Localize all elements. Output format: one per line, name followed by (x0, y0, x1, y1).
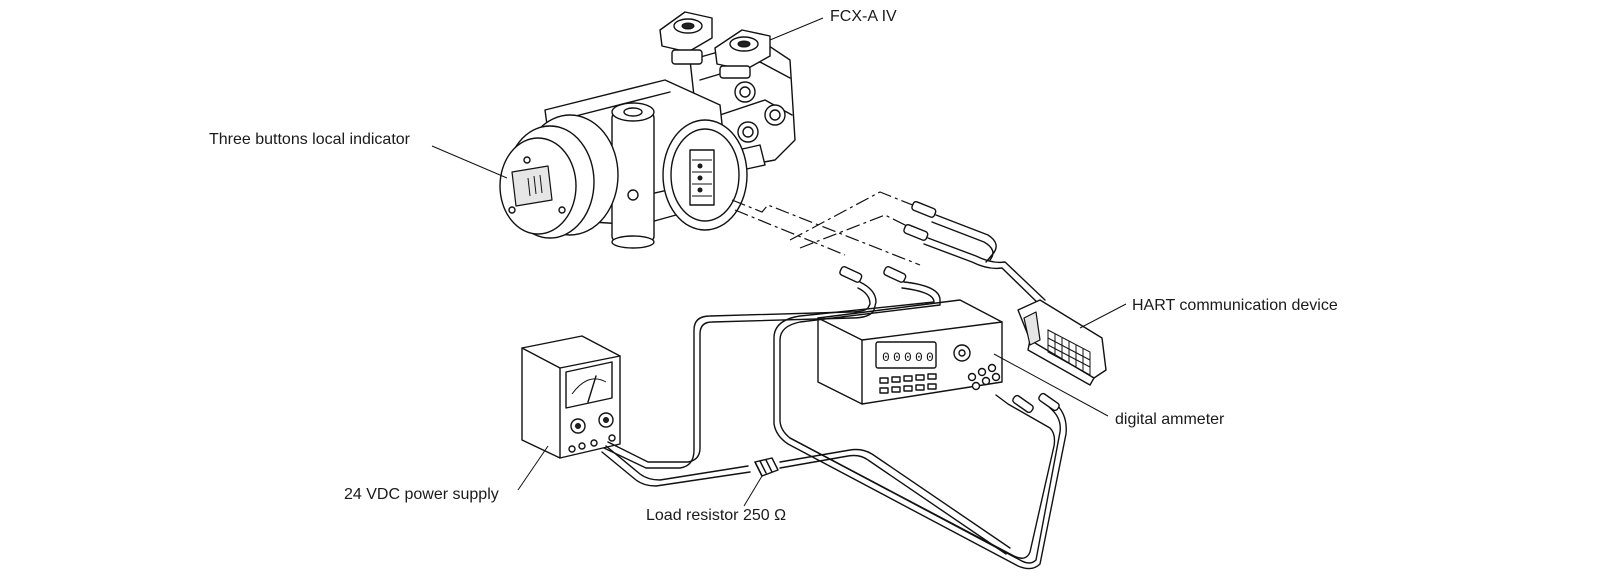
leader-transmitter (769, 17, 824, 41)
hart-leads (903, 201, 1046, 306)
label-transmitter: FCX-A IV (830, 8, 897, 25)
svg-text:0: 0 (893, 350, 901, 365)
label-ammeter: digital ammeter (1115, 411, 1225, 428)
indicator-cover (499, 114, 619, 239)
svg-text:0: 0 (915, 350, 923, 365)
load-resistor (754, 457, 779, 477)
svg-text:0: 0 (926, 350, 934, 365)
label-resistor: Load resistor 250 Ω (646, 507, 787, 524)
loop-cables (601, 266, 1067, 570)
digital-ammeter: 0 0 0 0 0 (817, 299, 1003, 405)
svg-text:0: 0 (882, 350, 890, 365)
svg-text:0: 0 (904, 350, 912, 365)
ammeter-jacks (967, 363, 1001, 391)
keypad-grid (1047, 329, 1091, 376)
leader-resistor (743, 475, 763, 507)
signal-dash-lines (731, 191, 926, 266)
leader-power (517, 445, 549, 491)
transmitter-illustration (499, 11, 796, 249)
leader-indicator (431, 145, 508, 179)
power-supply (521, 335, 621, 459)
leader-ammeter (993, 353, 1109, 417)
electronics-housing (544, 79, 748, 249)
hart-communicator (1017, 299, 1107, 386)
leader-hart (1079, 303, 1127, 329)
label-hart: HART communication device (1132, 297, 1338, 314)
ammeter-keys (879, 373, 937, 394)
label-power: 24 VDC power supply (344, 486, 499, 503)
leader-lines (431, 17, 1127, 507)
label-indicator: Three buttons local indicator (209, 131, 410, 148)
